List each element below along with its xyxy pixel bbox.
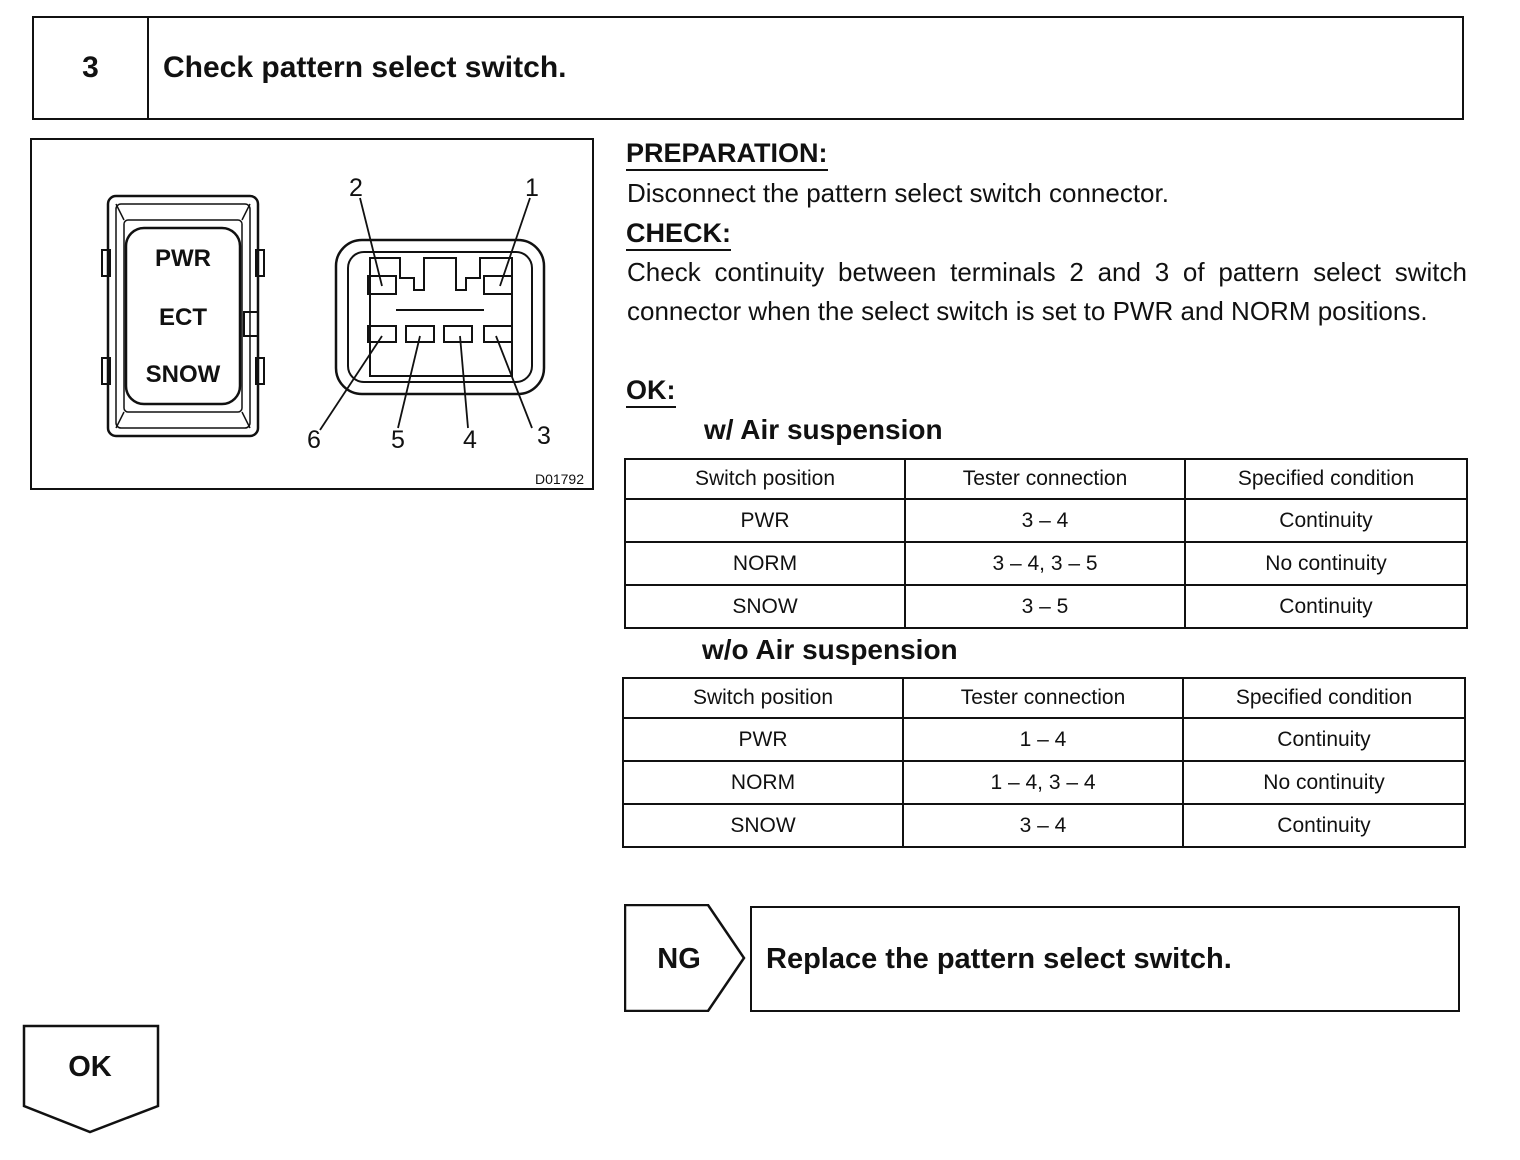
switch-label-ect: ECT	[159, 304, 207, 331]
table-row: NORM 3 – 4, 3 – 5 No continuity	[624, 541, 1468, 586]
ng-result: Replace the pattern select switch.	[750, 906, 1460, 1012]
table-row: SNOW 3 – 5 Continuity	[624, 584, 1468, 629]
terminal-label-3: 3	[537, 422, 551, 450]
ok-arrow-shape: OK	[22, 1024, 160, 1134]
ok-tag-label: OK	[68, 1051, 112, 1083]
terminal-label-1: 1	[525, 174, 539, 202]
pattern-select-switch	[101, 194, 265, 438]
column-header: Switch position	[624, 458, 906, 500]
column-header: Tester connection	[902, 677, 1184, 719]
switch-label-snow: SNOW	[146, 361, 221, 388]
table-cell: Continuity	[1184, 498, 1468, 543]
table-cell: PWR	[624, 498, 906, 543]
switch-connector	[334, 238, 546, 396]
table-cell: NORM	[624, 541, 906, 586]
column-header: Specified condition	[1182, 677, 1466, 719]
check-section: CHECK:	[626, 218, 731, 251]
table-header-row: Switch position Tester connection Specif…	[622, 677, 1466, 719]
column-header: Tester connection	[904, 458, 1186, 500]
terminal-label-2: 2	[349, 174, 363, 202]
table-cell: 1 – 4	[902, 717, 1184, 762]
terminal-label-6: 6	[307, 426, 321, 454]
ok-tag: OK	[22, 1024, 162, 1136]
step-title: Check pattern select switch.	[163, 51, 567, 84]
table-row: PWR 3 – 4 Continuity	[624, 498, 1468, 543]
connector-figure: PWR ECT SNOW 2 1	[30, 138, 594, 490]
check-label: CHECK:	[626, 218, 731, 251]
table-heading-with-air-suspension: w/ Air suspension	[704, 414, 943, 445]
table-cell: 3 – 4	[904, 498, 1186, 543]
ng-tag: NG	[623, 903, 748, 1013]
column-header: Switch position	[622, 677, 904, 719]
ok-section: OK:	[626, 375, 676, 408]
table-header-row: Switch position Tester connection Specif…	[624, 458, 1468, 500]
step-number: 3	[34, 18, 149, 118]
preparation-section: PREPARATION:	[626, 138, 828, 171]
table-cell: Continuity	[1182, 717, 1466, 762]
ng-arrow-shape: NG	[623, 903, 746, 1013]
table-cell: SNOW	[622, 803, 904, 848]
table-row: PWR 1 – 4 Continuity	[622, 717, 1466, 762]
figure-code: D01792	[535, 471, 584, 487]
table-cell: 3 – 4, 3 – 5	[904, 541, 1186, 586]
terminal-leaders	[319, 197, 533, 431]
table-cell: NORM	[622, 760, 904, 805]
table-cell: PWR	[622, 717, 904, 762]
table-cell: Continuity	[1184, 584, 1468, 629]
spec-table-with-air-suspension: Switch position Tester connection Specif…	[624, 458, 1468, 629]
column-header: Specified condition	[1184, 458, 1468, 500]
terminal-label-5: 5	[391, 426, 405, 454]
table-cell: SNOW	[624, 584, 906, 629]
table-cell: Continuity	[1182, 803, 1466, 848]
step-header: 3 Check pattern select switch.	[32, 16, 1464, 120]
spec-table-without-air-suspension: Switch position Tester connection Specif…	[622, 677, 1466, 848]
terminal-label-4: 4	[463, 426, 477, 454]
table-cell: 1 – 4, 3 – 4	[902, 760, 1184, 805]
table-heading-without-air-suspension: w/o Air suspension	[702, 634, 958, 665]
table-cell: No continuity	[1184, 541, 1468, 586]
connector-diagram: PWR ECT SNOW 2 1	[101, 174, 584, 487]
table-row: SNOW 3 – 4 Continuity	[622, 803, 1466, 848]
check-text: Check continuity between terminals 2 and…	[627, 257, 1467, 326]
ok-label: OK:	[626, 375, 676, 408]
table-cell: 3 – 4	[902, 803, 1184, 848]
preparation-label: PREPARATION:	[626, 138, 828, 171]
preparation-text: Disconnect the pattern select switch con…	[627, 178, 1169, 208]
table-cell: 3 – 5	[904, 584, 1186, 629]
table-cell: No continuity	[1182, 760, 1466, 805]
table-row: NORM 1 – 4, 3 – 4 No continuity	[622, 760, 1466, 805]
switch-label-pwr: PWR	[155, 245, 211, 272]
ng-label: NG	[657, 943, 701, 975]
